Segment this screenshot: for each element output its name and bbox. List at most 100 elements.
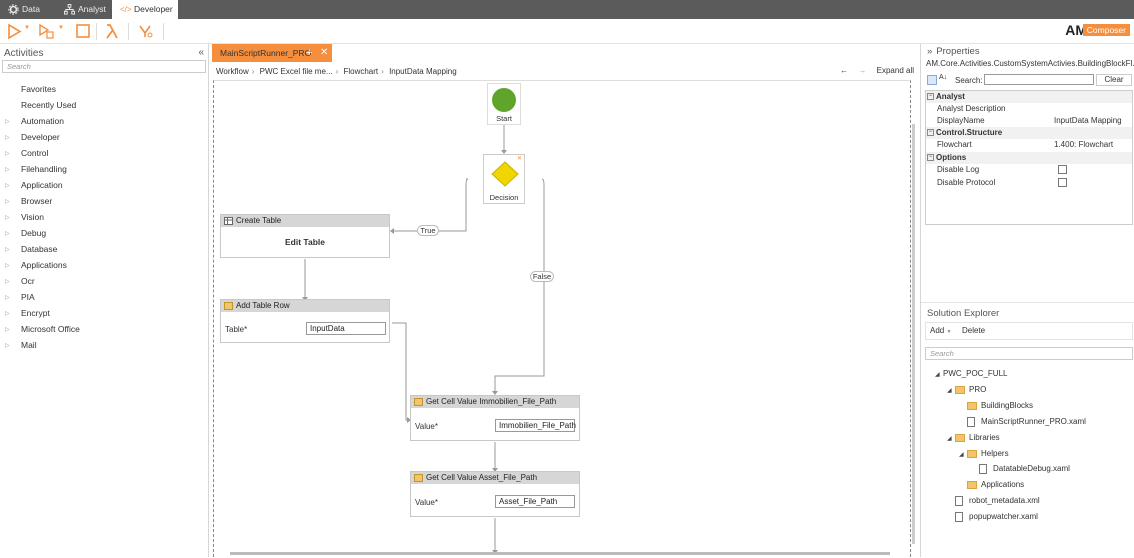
get-cell-value-immobilien-activity[interactable]: Get Cell Value Immobilien_File_Path Valu… xyxy=(410,395,580,441)
expand-arrow-icon[interactable]: ▷ xyxy=(5,199,10,205)
expand-arrow-icon[interactable]: ▷ xyxy=(5,135,10,141)
value-field-input[interactable]: Immobilien_File_Path xyxy=(495,419,576,432)
forward-arrow-icon[interactable]: → xyxy=(858,66,867,75)
expand-arrow-icon[interactable]: ▷ xyxy=(5,343,10,349)
activity-category-item[interactable]: Browser xyxy=(21,196,53,206)
disable-protocol-checkbox[interactable] xyxy=(1058,178,1067,187)
tree-node[interactable]: Applications xyxy=(981,480,1025,489)
document-tab[interactable]: MainScriptRunner_PRO + ✕ xyxy=(212,44,332,62)
edit-table-link[interactable]: Edit Table xyxy=(285,237,325,247)
stop-icon[interactable] xyxy=(74,23,92,40)
collapse-icon[interactable]: « xyxy=(198,47,204,58)
debug-run-icon[interactable] xyxy=(38,23,56,40)
horizontal-scrollbar[interactable] xyxy=(230,552,890,555)
tree-node[interactable]: Helpers xyxy=(981,449,1009,458)
start-node[interactable]: Start xyxy=(487,83,521,125)
tab-developer[interactable]: </> Developer xyxy=(112,0,178,19)
activity-category-item[interactable]: Favorites xyxy=(21,84,56,94)
lambda-icon[interactable] xyxy=(103,23,121,40)
solution-search-input[interactable]: Search xyxy=(925,347,1133,360)
property-category[interactable]: −Control.Structure xyxy=(926,127,1132,139)
disable-log-checkbox[interactable] xyxy=(1058,165,1067,174)
breadcrumb-item[interactable]: PWC Excel file me... xyxy=(259,67,333,76)
expand-arrow-icon[interactable]: ▷ xyxy=(5,231,10,237)
property-category[interactable]: −Options xyxy=(926,152,1132,164)
expand-all-button[interactable]: Expand all xyxy=(876,66,914,75)
activity-category-item[interactable]: PIA xyxy=(21,292,35,302)
activity-category-item[interactable]: Microsoft Office xyxy=(21,324,80,334)
activity-category-item[interactable]: Automation xyxy=(21,116,64,126)
expand-arrow-icon[interactable]: ▷ xyxy=(5,183,10,189)
expand-icon[interactable]: » xyxy=(927,46,933,57)
get-cell-value-asset-activity[interactable]: Get Cell Value Asset_File_Path Value* As… xyxy=(410,471,580,517)
delete-button[interactable]: Delete xyxy=(962,326,986,335)
activity-category-item[interactable]: Ocr xyxy=(21,276,35,286)
sort-alpha-icon[interactable]: A↓ xyxy=(939,74,948,81)
add-button[interactable]: Add ▼ xyxy=(930,326,951,335)
tree-node[interactable]: BuildingBlocks xyxy=(981,401,1034,410)
debug-dropdown-icon[interactable]: ▼ xyxy=(58,25,64,31)
close-icon[interactable]: ✕ xyxy=(320,47,329,58)
tab-data[interactable]: Data xyxy=(0,0,56,19)
expand-arrow-icon[interactable]: ▷ xyxy=(5,311,10,317)
property-category[interactable]: −Analyst xyxy=(926,91,1132,103)
activity-category-item[interactable]: Mail xyxy=(21,340,37,350)
add-table-row-activity[interactable]: Add Table Row Table* InputData xyxy=(220,299,390,343)
expand-arrow-icon[interactable]: ▷ xyxy=(5,215,10,221)
vertical-scrollbar[interactable] xyxy=(912,124,915,544)
breadcrumb-item[interactable]: InputData Mapping xyxy=(389,67,457,76)
tree-node[interactable]: popupwatcher.xaml xyxy=(969,512,1038,521)
activity-category-item[interactable]: Encrypt xyxy=(21,308,50,318)
activities-search-input[interactable]: Search xyxy=(2,60,206,73)
create-table-activity[interactable]: Create Table Edit Table xyxy=(220,214,390,258)
activity-category-item[interactable]: Control xyxy=(21,148,49,158)
property-search-input[interactable] xyxy=(984,74,1094,85)
tab-analyst[interactable]: Analyst xyxy=(56,0,112,19)
breadcrumb-item[interactable]: Flowchart xyxy=(343,67,379,76)
tree-expander-icon[interactable]: ◢ xyxy=(959,452,964,458)
expand-arrow-icon[interactable]: ▷ xyxy=(5,263,10,269)
tree-node[interactable]: DatatableDebug.xaml xyxy=(993,464,1070,473)
tree-node[interactable]: Libraries xyxy=(969,433,1000,442)
breadcrumb-item[interactable]: Workflow xyxy=(216,67,249,76)
clear-button[interactable]: Clear xyxy=(1096,74,1132,86)
tree-node[interactable]: robot_metadata.xml xyxy=(969,496,1040,505)
value-field-input[interactable]: Asset_File_Path xyxy=(495,495,575,508)
tree-node[interactable]: PRO xyxy=(969,385,987,394)
tree-expander-icon[interactable]: ◢ xyxy=(947,388,952,394)
property-row[interactable]: Analyst Description xyxy=(937,104,1006,113)
expand-arrow-icon[interactable]: ▷ xyxy=(5,151,10,157)
expand-arrow-icon[interactable]: ▷ xyxy=(5,247,10,253)
tree-expander-icon[interactable]: ◢ xyxy=(935,372,940,378)
pin-icon[interactable]: + xyxy=(306,47,313,59)
tree-expander-icon[interactable]: ◢ xyxy=(947,436,952,442)
activity-category-item[interactable]: Applications xyxy=(21,260,67,270)
tree-node[interactable]: PWC_POC_FULL xyxy=(943,369,1008,378)
activity-category-item[interactable]: Filehandling xyxy=(21,164,67,174)
run-dropdown-icon[interactable]: ▼ xyxy=(24,25,30,31)
expand-arrow-icon[interactable]: ▷ xyxy=(5,167,10,173)
property-row[interactable]: Disable Protocol xyxy=(926,177,1132,189)
run-icon[interactable] xyxy=(6,23,24,40)
activity-category-item[interactable]: Vision xyxy=(21,212,44,222)
expand-arrow-icon[interactable]: ▷ xyxy=(5,295,10,301)
activity-category-item[interactable]: Developer xyxy=(21,132,60,142)
folder-icon xyxy=(967,402,977,410)
expand-arrow-icon[interactable]: ▷ xyxy=(5,279,10,285)
activity-category-item[interactable]: Application xyxy=(21,180,63,190)
expand-arrow-icon[interactable]: ▷ xyxy=(5,119,10,125)
property-row[interactable]: Disable Log xyxy=(926,164,1132,176)
expand-arrow-icon[interactable]: ▷ xyxy=(5,327,10,333)
table-field-input[interactable]: InputData xyxy=(306,322,386,335)
activity-category-item[interactable]: Database xyxy=(21,244,58,254)
activity-category-item[interactable]: Debug xyxy=(21,228,47,238)
categorized-icon[interactable] xyxy=(927,75,937,85)
flowchart-canvas[interactable]: Start ✕ Decision True False Create Table… xyxy=(213,80,911,557)
back-arrow-icon[interactable]: ← xyxy=(840,66,849,75)
activity-category-item[interactable]: Recently Used xyxy=(21,100,77,110)
decision-node[interactable]: ✕ Decision xyxy=(483,154,525,204)
tree-node[interactable]: MainScriptRunner_PRO.xaml xyxy=(981,417,1086,426)
variables-icon[interactable] xyxy=(137,23,155,40)
